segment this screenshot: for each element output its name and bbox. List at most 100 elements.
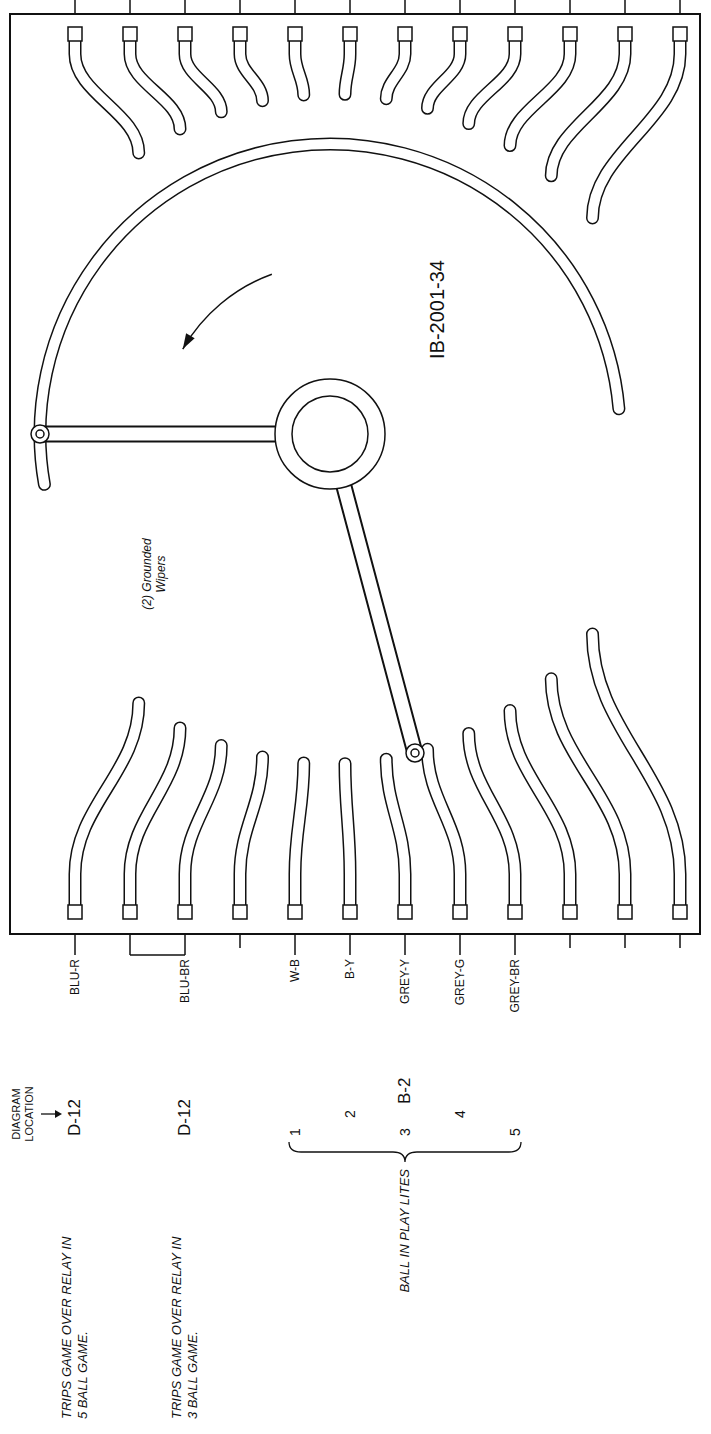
wire-color: BLU-R [68, 959, 82, 1034]
trace-outline [345, 34, 350, 94]
trace-fill [295, 34, 304, 95]
trace-outline [428, 34, 461, 108]
trace-outline [40, 144, 619, 484]
terminal-tick [129, 934, 131, 955]
trace-fill [386, 34, 405, 99]
terminal-square [508, 905, 522, 919]
terminal-square [673, 27, 687, 41]
trace-outline [185, 746, 221, 912]
trace-fill [428, 34, 461, 108]
trace-fill [469, 733, 515, 912]
trace-outline [295, 34, 304, 95]
terminal-square [233, 27, 247, 41]
part-number: IB-2001-34 [425, 199, 449, 359]
terminal-square [343, 27, 357, 41]
rotation-arrow [183, 274, 272, 349]
terminal-square [673, 905, 687, 919]
terminal-square [398, 905, 412, 919]
trace-outline [130, 34, 180, 129]
terminal-tick [679, 934, 681, 948]
trace-fill [510, 711, 570, 912]
terminal-tick [349, 934, 351, 955]
terminal-tick [624, 934, 626, 948]
wire-color: BLU-BR [178, 959, 192, 1034]
lite-number: 1 [287, 1122, 304, 1136]
trace-outline [345, 764, 350, 912]
trace-outline [386, 34, 405, 99]
terminal-square [68, 27, 82, 41]
terminal-square [618, 905, 632, 919]
trace-fill [240, 757, 263, 912]
rotation-arrowhead [183, 333, 195, 349]
terminal-square [178, 905, 192, 919]
wire-color: GREY-Y [398, 959, 412, 1034]
column-heading: DIAGRAM LOCATION [10, 1074, 36, 1154]
trace-fill [510, 34, 570, 146]
trace-fill [240, 34, 263, 101]
wiper-contact-center [411, 749, 419, 757]
terminal-square [563, 27, 577, 41]
terminal-tick [404, 0, 406, 14]
terminal-tick [294, 0, 296, 14]
trace-outline [593, 34, 681, 218]
terminal-square [343, 905, 357, 919]
trace-fill [345, 34, 350, 94]
wiper-contact [31, 425, 49, 443]
wiper-note: (2) Grounded Wipers [140, 534, 169, 614]
lite-number: 5 [507, 1122, 524, 1136]
diagram-location: D-12 [65, 1076, 85, 1136]
wire-color: GREY-BR [508, 959, 522, 1034]
terminal-tick [184, 0, 186, 14]
terminal-square [563, 905, 577, 919]
wiper-contact [406, 744, 424, 762]
pointer-arrow [41, 1113, 56, 1114]
terminal-tick [184, 934, 186, 955]
terminal-tick [74, 934, 76, 955]
trace-fill [593, 34, 681, 218]
terminal-tick [129, 0, 131, 14]
terminal-tick [239, 934, 241, 948]
diagram-location: B-2 [395, 1054, 415, 1104]
terminal-tick [239, 0, 241, 14]
terminal-square [508, 27, 522, 41]
board-outline [10, 14, 700, 934]
trace-fill [345, 764, 350, 912]
trace-outline [240, 757, 263, 912]
terminal-square [288, 905, 302, 919]
terminal-square [233, 905, 247, 919]
wire-color: B-Y [343, 959, 357, 1034]
terminal-tick [349, 0, 351, 14]
terminal-square [453, 27, 467, 41]
lite-number: 4 [452, 1104, 469, 1118]
trace-outline [469, 733, 515, 912]
trace-outline [386, 759, 405, 912]
hub-hole [292, 396, 368, 472]
note-text: TRIPS GAME OVER RELAY IN 5 BALL GAME. [59, 1234, 90, 1419]
terminal-tick [569, 0, 571, 14]
wire-color: GREY-G [453, 959, 467, 1034]
terminal-square [453, 905, 467, 919]
diagram-location: D-12 [175, 1076, 195, 1136]
trace-fill [185, 746, 221, 912]
pointer-arrowhead [55, 1110, 62, 1118]
trace-fill [130, 728, 180, 912]
wiper-contact-center [36, 430, 44, 438]
trace-outline [240, 34, 263, 101]
terminal-tick [679, 0, 681, 14]
terminal-tick [514, 0, 516, 14]
trace-outline [185, 34, 221, 112]
trace-outline [295, 763, 304, 912]
lite-number: 2 [342, 1104, 359, 1118]
terminal-square [618, 27, 632, 41]
wire-color: W-B [288, 959, 302, 1034]
trace-fill [295, 763, 304, 912]
terminal-square [123, 905, 137, 919]
trace-fill [185, 34, 221, 112]
note-text: BALL IN PLAY LITES [397, 1169, 413, 1394]
note-text: TRIPS GAME OVER RELAY IN 3 BALL GAME. [169, 1234, 200, 1419]
terminal-tick [74, 0, 76, 14]
trace-outline [593, 634, 681, 912]
terminal-square [68, 905, 82, 919]
